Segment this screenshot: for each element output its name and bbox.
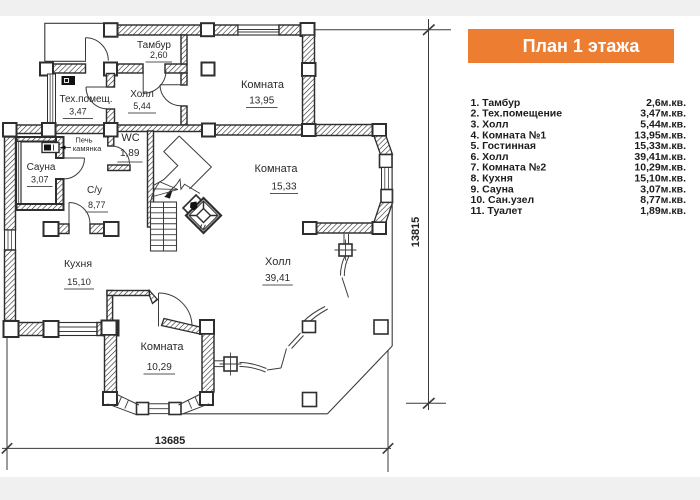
svg-text:Сауна: Сауна [27, 162, 56, 173]
svg-text:3. Холл: 3. Холл [471, 119, 509, 131]
svg-text:13685: 13685 [155, 435, 186, 447]
svg-text:8. Кухня: 8. Кухня [471, 173, 513, 185]
svg-text:5. Гостинная: 5. Гостинная [471, 140, 536, 152]
svg-text:2,60: 2,60 [150, 50, 168, 60]
svg-text:15,10м.кв.: 15,10м.кв. [634, 173, 686, 185]
svg-text:3,47: 3,47 [69, 107, 87, 117]
svg-text:15,10: 15,10 [67, 277, 91, 288]
svg-text:39,41м.кв.: 39,41м.кв. [634, 151, 686, 163]
svg-text:Тамбур: Тамбур [137, 39, 171, 51]
svg-text:2. Тех.помещение: 2. Тех.помещение [471, 108, 563, 120]
svg-text:5,44: 5,44 [133, 101, 151, 111]
svg-text:3,47м.кв.: 3,47м.кв. [640, 108, 686, 120]
svg-text:Тех.помещ.: Тех.помещ. [59, 94, 112, 105]
svg-text:9. Сауна: 9. Сауна [471, 183, 514, 195]
svg-text:7. Комната №2: 7. Комната №2 [471, 162, 547, 174]
svg-text:6. Холл: 6. Холл [471, 151, 509, 163]
svg-text:1. Тамбур: 1. Тамбур [471, 97, 521, 109]
svg-text:Холл: Холл [265, 256, 291, 268]
svg-text:10,29: 10,29 [147, 362, 172, 373]
svg-text:С/у: С/у [87, 185, 102, 196]
svg-text:камянка: камянка [73, 144, 102, 153]
svg-text:Холл: Холл [130, 89, 154, 100]
svg-text:13,95: 13,95 [249, 96, 274, 107]
svg-text:8,77м.кв.: 8,77м.кв. [640, 194, 686, 206]
svg-text:Печь: Печь [75, 136, 92, 145]
svg-text:3,07: 3,07 [31, 175, 49, 185]
svg-text:План 1 этажа: План 1 этажа [523, 36, 641, 56]
svg-text:WC: WC [121, 132, 139, 144]
svg-text:3,07м.кв.: 3,07м.кв. [640, 183, 686, 195]
svg-text:15,33: 15,33 [271, 182, 296, 193]
svg-text:11. Туалет: 11. Туалет [471, 205, 523, 217]
svg-text:1,89: 1,89 [120, 148, 140, 159]
svg-text:Комната: Комната [254, 163, 298, 175]
svg-text:15,33м.кв.: 15,33м.кв. [634, 140, 686, 152]
svg-text:8,77: 8,77 [88, 200, 106, 210]
svg-text:Кухня: Кухня [64, 258, 92, 270]
svg-text:13,95м.кв.: 13,95м.кв. [634, 129, 686, 141]
svg-text:10,29м.кв.: 10,29м.кв. [634, 162, 686, 174]
svg-text:39,41: 39,41 [265, 273, 290, 284]
svg-text:5,44м.кв.: 5,44м.кв. [640, 119, 686, 131]
svg-text:Комната: Комната [241, 79, 285, 91]
svg-text:13815: 13815 [410, 217, 422, 248]
svg-text:4. Комната №1: 4. Комната №1 [471, 129, 547, 141]
svg-text:10. Сан.узел: 10. Сан.узел [471, 194, 535, 206]
svg-text:Комната: Комната [140, 341, 184, 353]
svg-text:1,89м.кв.: 1,89м.кв. [640, 205, 686, 217]
svg-text:2,6м.кв.: 2,6м.кв. [646, 97, 686, 109]
